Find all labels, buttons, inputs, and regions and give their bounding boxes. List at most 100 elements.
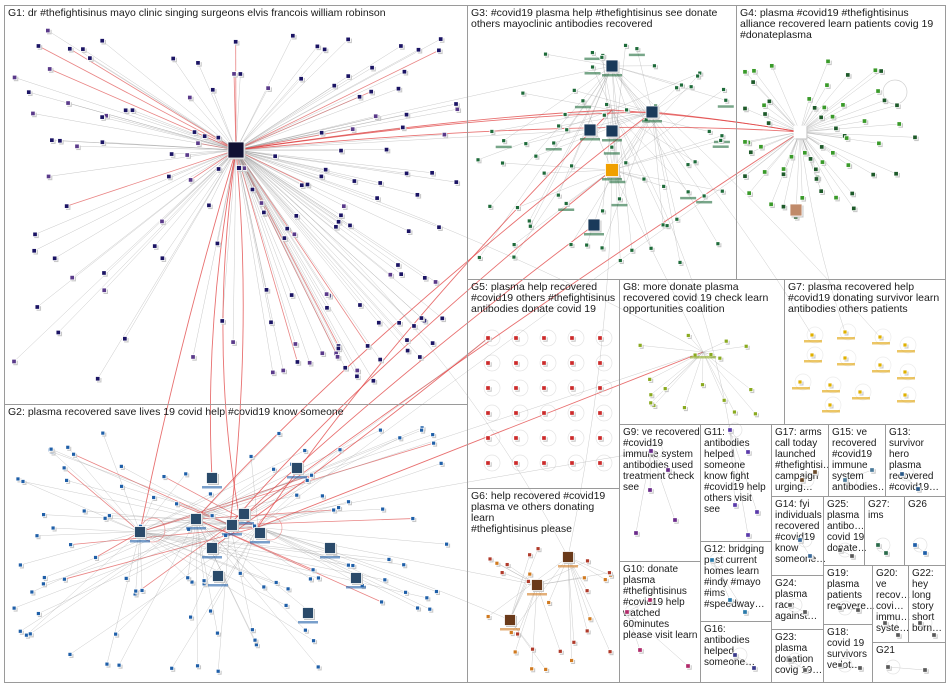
graph-node[interactable] <box>751 68 758 75</box>
graph-node[interactable] <box>515 631 522 638</box>
graph-node[interactable] <box>717 355 724 362</box>
graph-node[interactable] <box>208 608 215 615</box>
graph-node[interactable] <box>379 599 386 606</box>
graph-node[interactable] <box>500 160 507 167</box>
graph-node[interactable] <box>715 241 722 248</box>
group-panel-g17[interactable]: G17: arms call today launched #thefighti… <box>771 424 829 497</box>
graph-node[interactable] <box>624 609 631 616</box>
graph-node[interactable] <box>195 60 202 67</box>
graph-node[interactable] <box>324 305 331 312</box>
graph-node[interactable] <box>292 341 300 348</box>
photo-node[interactable] <box>605 124 620 139</box>
graph-node[interactable] <box>49 137 56 144</box>
graph-node[interactable] <box>161 474 168 481</box>
graph-node[interactable] <box>485 360 492 367</box>
graph-node[interactable] <box>396 320 403 327</box>
graph-node[interactable] <box>766 98 774 106</box>
graph-node[interactable] <box>373 113 380 120</box>
graph-node[interactable] <box>751 665 758 672</box>
graph-node[interactable] <box>520 90 527 97</box>
graph-node[interactable] <box>597 385 604 392</box>
group-panel-g8[interactable]: G8: more donate plasma recovered covid 1… <box>619 279 785 425</box>
graph-node[interactable] <box>857 665 864 672</box>
graph-node[interactable] <box>842 329 849 336</box>
graph-node[interactable] <box>742 105 749 113</box>
graph-node[interactable] <box>453 179 461 186</box>
graph-node[interactable] <box>432 279 440 286</box>
graph-node[interactable] <box>508 630 515 637</box>
graph-node[interactable] <box>758 144 765 151</box>
graph-node[interactable] <box>159 255 167 262</box>
graph-node[interactable] <box>840 102 847 109</box>
graph-node[interactable] <box>151 495 158 501</box>
photo-node[interactable] <box>226 519 240 533</box>
graph-node[interactable] <box>331 83 339 90</box>
graph-node[interactable] <box>569 385 576 392</box>
graph-node[interactable] <box>263 287 271 294</box>
graph-node[interactable] <box>799 195 807 202</box>
graph-node[interactable] <box>872 67 880 75</box>
graph-node[interactable] <box>215 630 221 637</box>
photo-node[interactable] <box>324 542 338 556</box>
graph-node[interactable] <box>819 144 826 151</box>
graph-node[interactable] <box>351 178 359 185</box>
graph-node[interactable] <box>55 329 63 337</box>
graph-node[interactable] <box>231 71 238 78</box>
graph-node[interactable] <box>285 586 292 593</box>
graph-node[interactable] <box>695 73 702 80</box>
graph-node[interactable] <box>438 36 445 43</box>
graph-node[interactable] <box>543 51 550 58</box>
graph-node[interactable] <box>802 150 809 157</box>
graph-node[interactable] <box>252 637 259 644</box>
graph-node[interactable] <box>11 358 18 366</box>
graph-node[interactable] <box>52 255 59 263</box>
graph-node[interactable] <box>809 352 816 359</box>
graph-node[interactable] <box>354 373 361 381</box>
graph-node[interactable] <box>304 181 312 189</box>
graph-node[interactable] <box>617 196 623 203</box>
graph-node[interactable] <box>17 562 24 569</box>
graph-node[interactable] <box>403 170 411 178</box>
graph-node[interactable] <box>885 664 892 671</box>
graph-node[interactable] <box>438 460 445 467</box>
graph-node[interactable] <box>525 578 532 585</box>
graph-node[interactable] <box>523 141 530 148</box>
graph-node[interactable] <box>541 335 548 342</box>
graph-node[interactable] <box>401 562 408 569</box>
graph-node[interactable] <box>57 138 64 145</box>
graph-node[interactable] <box>597 360 604 367</box>
graph-node[interactable] <box>685 333 692 339</box>
group-panel-g2[interactable]: G2: plasma recovered save lives 19 covid… <box>4 404 468 683</box>
graph-node[interactable] <box>249 186 257 194</box>
graph-node[interactable] <box>237 570 244 577</box>
graph-node[interactable] <box>513 410 520 417</box>
graph-node[interactable] <box>637 342 644 349</box>
graph-node[interactable] <box>855 607 862 614</box>
graph-node[interactable] <box>166 173 173 181</box>
graph-node[interactable] <box>48 446 55 453</box>
graph-node[interactable] <box>797 537 804 544</box>
graph-node[interactable] <box>374 195 381 202</box>
graph-node[interactable] <box>849 190 856 198</box>
graph-node[interactable] <box>345 36 352 44</box>
graph-node[interactable] <box>812 105 819 112</box>
graph-node[interactable] <box>851 205 858 213</box>
graph-node[interactable] <box>258 200 266 207</box>
graph-node[interactable] <box>674 85 681 92</box>
graph-node[interactable] <box>894 102 901 110</box>
graph-node[interactable] <box>323 291 331 298</box>
graph-node[interactable] <box>746 190 753 197</box>
graph-node[interactable] <box>133 588 140 595</box>
graph-node[interactable] <box>403 112 411 119</box>
graph-node[interactable] <box>842 355 849 362</box>
graph-node[interactable] <box>100 430 107 437</box>
photo-node[interactable] <box>350 572 364 586</box>
graph-node[interactable] <box>806 96 813 103</box>
graph-node[interactable] <box>833 194 840 202</box>
graph-node[interactable] <box>881 97 889 105</box>
graph-node[interactable] <box>64 203 71 210</box>
graph-node[interactable] <box>762 169 769 176</box>
graph-node[interactable] <box>429 170 436 177</box>
graph-node[interactable] <box>685 663 692 670</box>
graph-node[interactable] <box>842 477 849 484</box>
